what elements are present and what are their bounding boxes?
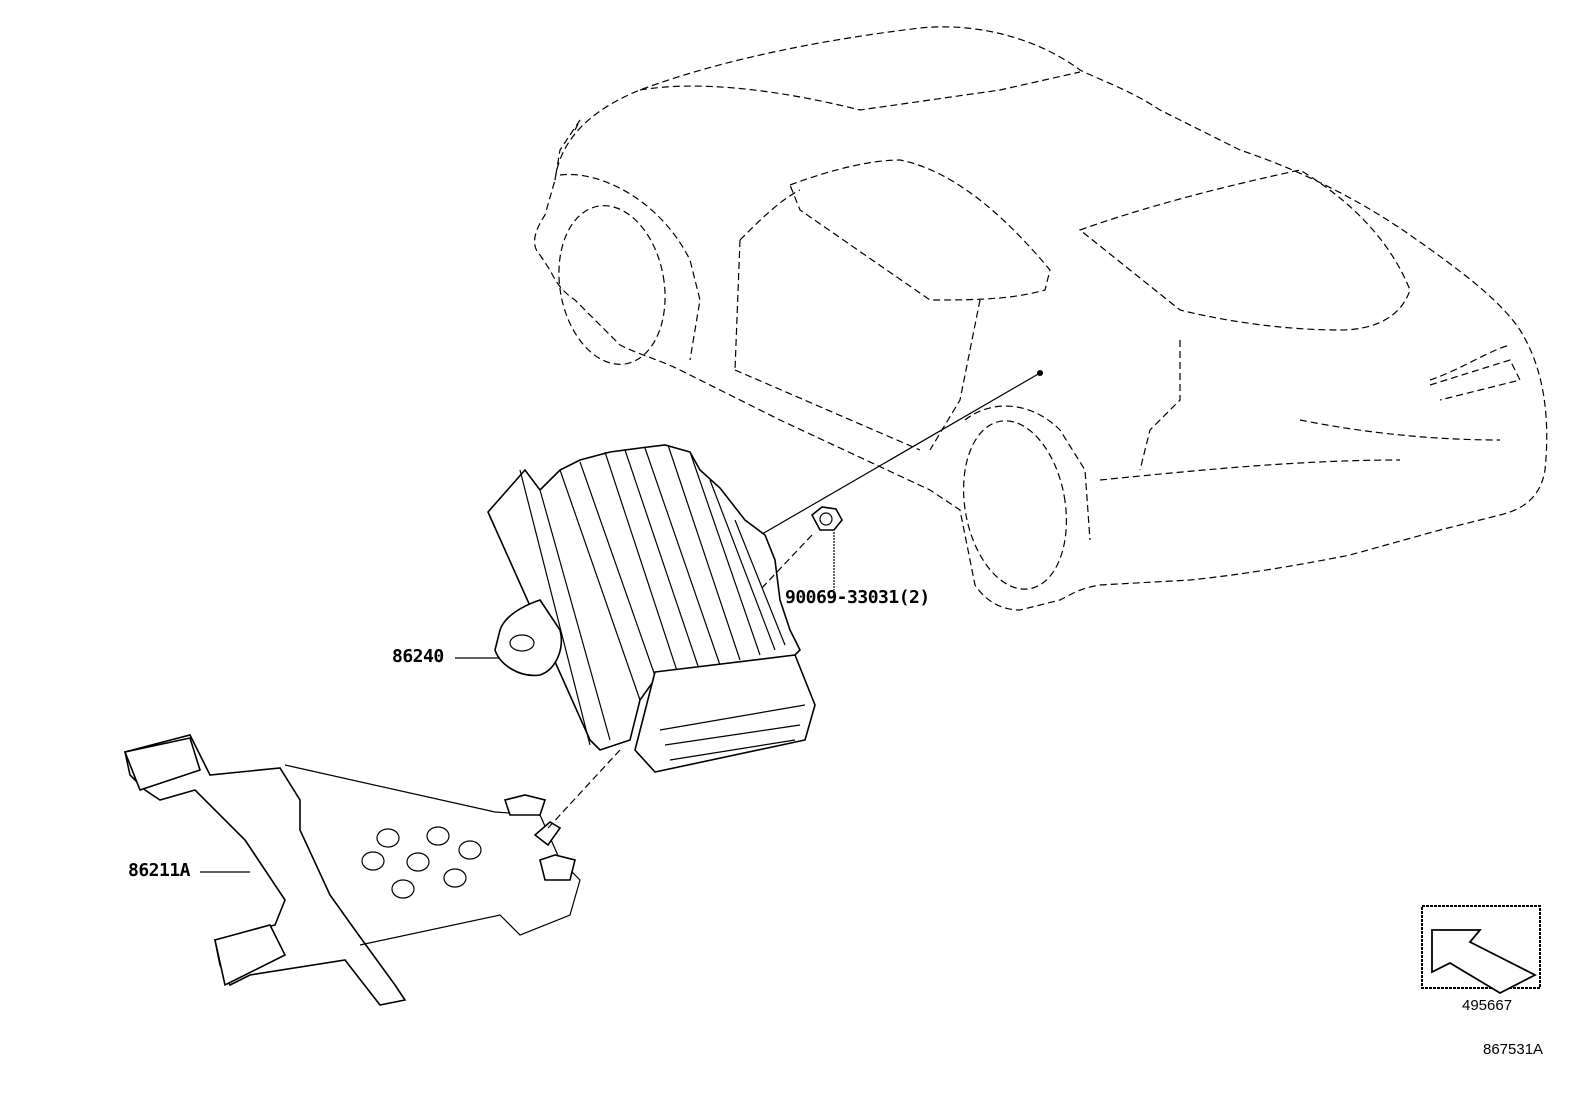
vehicle-outline	[533, 26, 1548, 611]
part-label-module: 86240	[392, 646, 444, 667]
nut-drawing	[759, 506, 843, 591]
mount-leader-line	[756, 372, 1041, 538]
view-direction-arrow-icon	[1431, 929, 1537, 995]
bracket-86211a-drawing	[123, 734, 621, 1006]
part-label-nut: 90069-33031(2)	[785, 587, 930, 608]
module-86240-drawing	[487, 444, 816, 773]
part-label-bracket: 86211A	[128, 860, 191, 881]
view-code: 495667	[1462, 997, 1513, 1014]
view-direction-box	[1421, 905, 1541, 995]
figure-code: 867531A	[1483, 1041, 1544, 1058]
